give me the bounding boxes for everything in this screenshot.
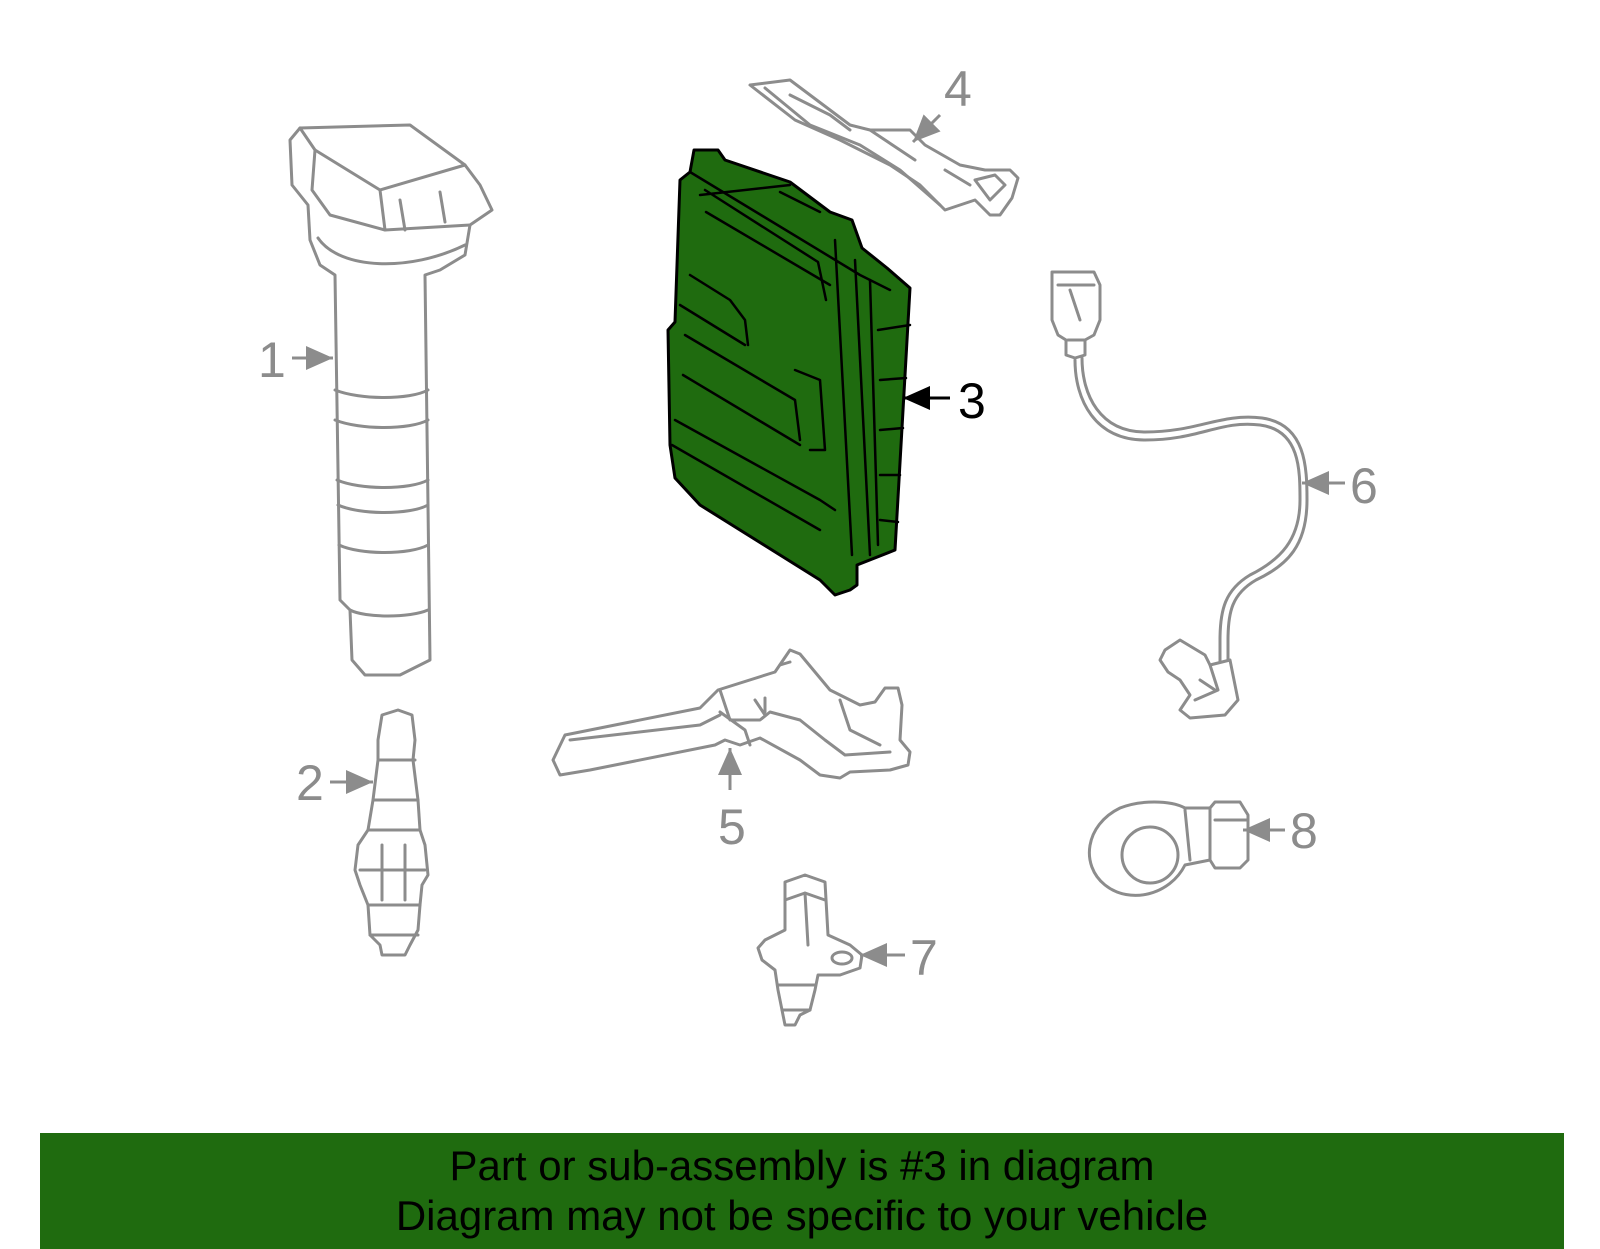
callout-3-label: 3 — [958, 373, 986, 429]
callout-2-label: 2 — [296, 755, 324, 811]
bracket-lower-part[interactable] — [551, 648, 912, 780]
footer-line-1: Part or sub-assembly is #3 in diagram — [449, 1142, 1155, 1189]
callout-8-label: 8 — [1290, 803, 1318, 859]
footer-banner: Part or sub-assembly is #3 in diagram Di… — [40, 1133, 1564, 1249]
spark-plug-part[interactable] — [353, 708, 430, 957]
bracket-upper-part[interactable] — [748, 78, 1020, 217]
callout-6[interactable]: 6 — [1302, 458, 1378, 514]
callout-1[interactable]: 1 — [258, 332, 333, 388]
oxygen-sensor-part[interactable] — [1050, 270, 1309, 720]
callout-5[interactable]: 5 — [718, 748, 746, 855]
ignition-coil-part[interactable] — [288, 123, 494, 677]
ecm-part[interactable] — [666, 148, 912, 597]
callout-4-arrow — [911, 113, 942, 144]
callout-7[interactable]: 7 — [860, 930, 938, 986]
callout-1-label: 1 — [258, 332, 286, 388]
callout-4[interactable]: 4 — [911, 61, 972, 144]
camshaft-sensor-part[interactable] — [756, 873, 864, 1027]
callout-5-label: 5 — [718, 799, 746, 855]
knock-sensor-part[interactable] — [1088, 800, 1250, 897]
callout-6-label: 6 — [1350, 458, 1378, 514]
footer-line-2: Diagram may not be specific to your vehi… — [395, 1192, 1209, 1239]
callout-2[interactable]: 2 — [296, 755, 373, 811]
callout-4-label: 4 — [944, 61, 972, 117]
callout-7-label: 7 — [910, 930, 938, 986]
callout-8[interactable]: 8 — [1243, 803, 1318, 859]
callout-3[interactable]: 3 — [903, 373, 986, 429]
